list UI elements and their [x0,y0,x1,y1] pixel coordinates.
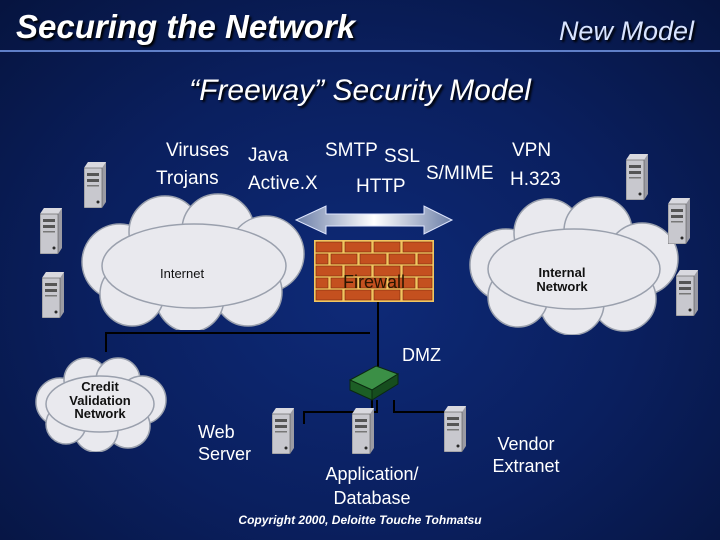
slide-tag: New Model [558,16,694,46]
internet-label: Internet [160,266,205,281]
server-icon [444,406,466,452]
server-icon [676,270,698,316]
server-icon [626,154,648,200]
threat-java: Java [248,145,289,166]
server-icon [352,408,374,454]
server-icon [40,208,62,254]
credit-validation-label: Credit Validation Network [69,379,131,422]
cloud-icon [35,357,167,452]
vendor-extranet-label: Vendor Extranet [492,434,560,476]
title-divider [0,50,720,52]
protocol-smime: S/MIME [426,163,494,184]
cloud-icon [81,193,305,330]
internal-network-label: Internal Network [536,265,588,294]
cloud-icon [469,196,679,335]
protocol-h323: H.323 [510,169,561,190]
dmz-label: DMZ [402,345,441,365]
application-database-label: Application/ Database [325,464,419,509]
protocol-vpn: VPN [512,140,552,161]
network-switch-icon [348,365,400,401]
server-icon [84,162,106,208]
protocol-smtp: SMTP [325,140,378,161]
model-subtitle: “Freeway” Security Model [189,74,531,107]
line-credit-to-backbone [105,332,370,352]
web-server-label: Web Server [198,422,252,464]
internet-cloud [81,193,305,330]
server-icon [668,198,690,244]
slide-title: Securing the Network [16,8,356,45]
internal-network-cloud [469,196,679,335]
threat-activex: Active.X [248,173,318,194]
protocol-http: HTTP [356,176,406,197]
protocol-ssl: SSL [384,146,420,167]
firewall-label: Firewall [342,272,405,292]
firewall-icon [314,240,434,302]
threat-trojans: Trojans [156,168,219,189]
credit-validation-cloud [35,357,167,452]
line-switch-to-web [303,400,378,424]
copyright-footer: Copyright 2000, Deloitte Touche Tohmatsu [238,513,482,527]
server-icon [272,408,294,454]
bidirectional-arrow-icon [294,205,454,235]
threat-viruses: Viruses [166,140,230,161]
server-icon [42,272,64,318]
